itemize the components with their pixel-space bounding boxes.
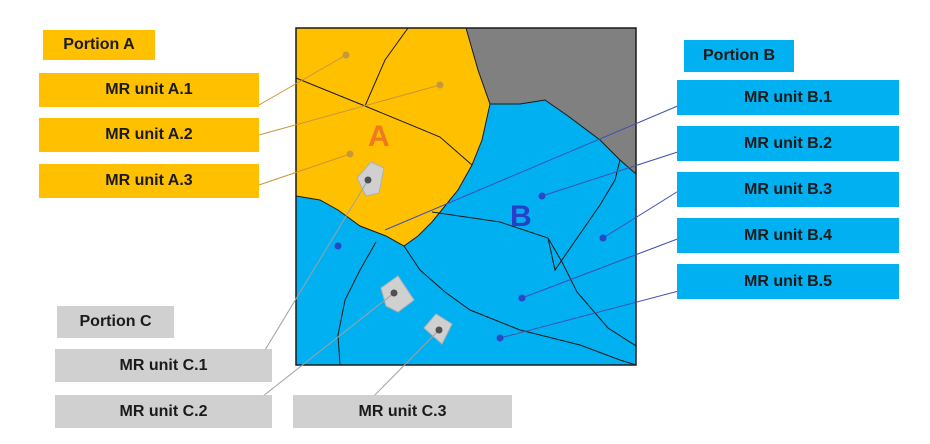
dot-c2 — [390, 289, 398, 297]
label-b4: MR unit B.4 — [677, 218, 899, 253]
dot-a1 — [342, 51, 350, 59]
a-inner-boundary-1 — [295, 77, 473, 166]
label-c3: MR unit C.3 — [293, 395, 512, 428]
leaders-b — [384, 104, 691, 339]
portion-c-heading: Portion C — [57, 306, 174, 338]
label-a3: MR unit A.3 — [39, 164, 259, 198]
portion-a-heading: Portion A — [43, 30, 155, 60]
dots-c — [364, 176, 443, 334]
label-b1: MR unit B.1 — [677, 80, 899, 115]
dot-b3 — [599, 234, 607, 242]
label-a1: MR unit A.1 — [39, 73, 259, 107]
label-b3: MR unit B.3 — [677, 172, 899, 207]
b-inner-boundary-1 — [431, 211, 637, 347]
unassigned-region — [466, 28, 636, 174]
parcel-c2 — [380, 275, 415, 313]
leader-b5 — [499, 287, 691, 339]
label-b2: MR unit B.2 — [677, 126, 899, 161]
label-c2: MR unit C.2 — [55, 395, 272, 428]
label-a2: MR unit A.2 — [39, 118, 259, 152]
leader-a3 — [258, 153, 351, 186]
dots-a — [342, 51, 444, 158]
dot-b4 — [518, 294, 526, 302]
b-inner-boundary-3 — [403, 245, 637, 366]
b-inner-boundary-4 — [337, 241, 377, 366]
dot-a3 — [346, 150, 354, 158]
portion-a-boundary — [295, 103, 491, 247]
map-letter-a: A — [368, 120, 390, 153]
leader-c3 — [369, 329, 440, 401]
leader-c2 — [257, 292, 395, 401]
map-letter-b: B — [510, 200, 532, 233]
leader-b1 — [384, 104, 681, 231]
leaders-a — [258, 54, 441, 186]
leader-b3 — [602, 189, 681, 239]
b-inner-boundary-2 — [547, 159, 621, 272]
dot-c3 — [435, 326, 443, 334]
leader-a1 — [258, 54, 347, 106]
leader-a2 — [258, 84, 441, 136]
portion-b-heading: Portion B — [684, 40, 794, 72]
a-inner-boundary-2 — [364, 27, 409, 107]
dot-b5 — [496, 334, 504, 342]
dot-b1 — [334, 242, 342, 250]
leader-b4 — [521, 237, 681, 299]
leaders-c — [257, 179, 440, 401]
label-c1: MR unit C.1 — [55, 349, 272, 382]
dot-a2 — [436, 81, 444, 89]
label-b5: MR unit B.5 — [677, 264, 899, 299]
leader-c1 — [261, 179, 369, 356]
dots-b — [334, 192, 607, 342]
dot-c1 — [364, 176, 372, 184]
boundary-lines — [295, 27, 637, 366]
grey-boundary — [465, 27, 637, 175]
dot-b2 — [538, 192, 546, 200]
leader-b2 — [541, 147, 691, 197]
